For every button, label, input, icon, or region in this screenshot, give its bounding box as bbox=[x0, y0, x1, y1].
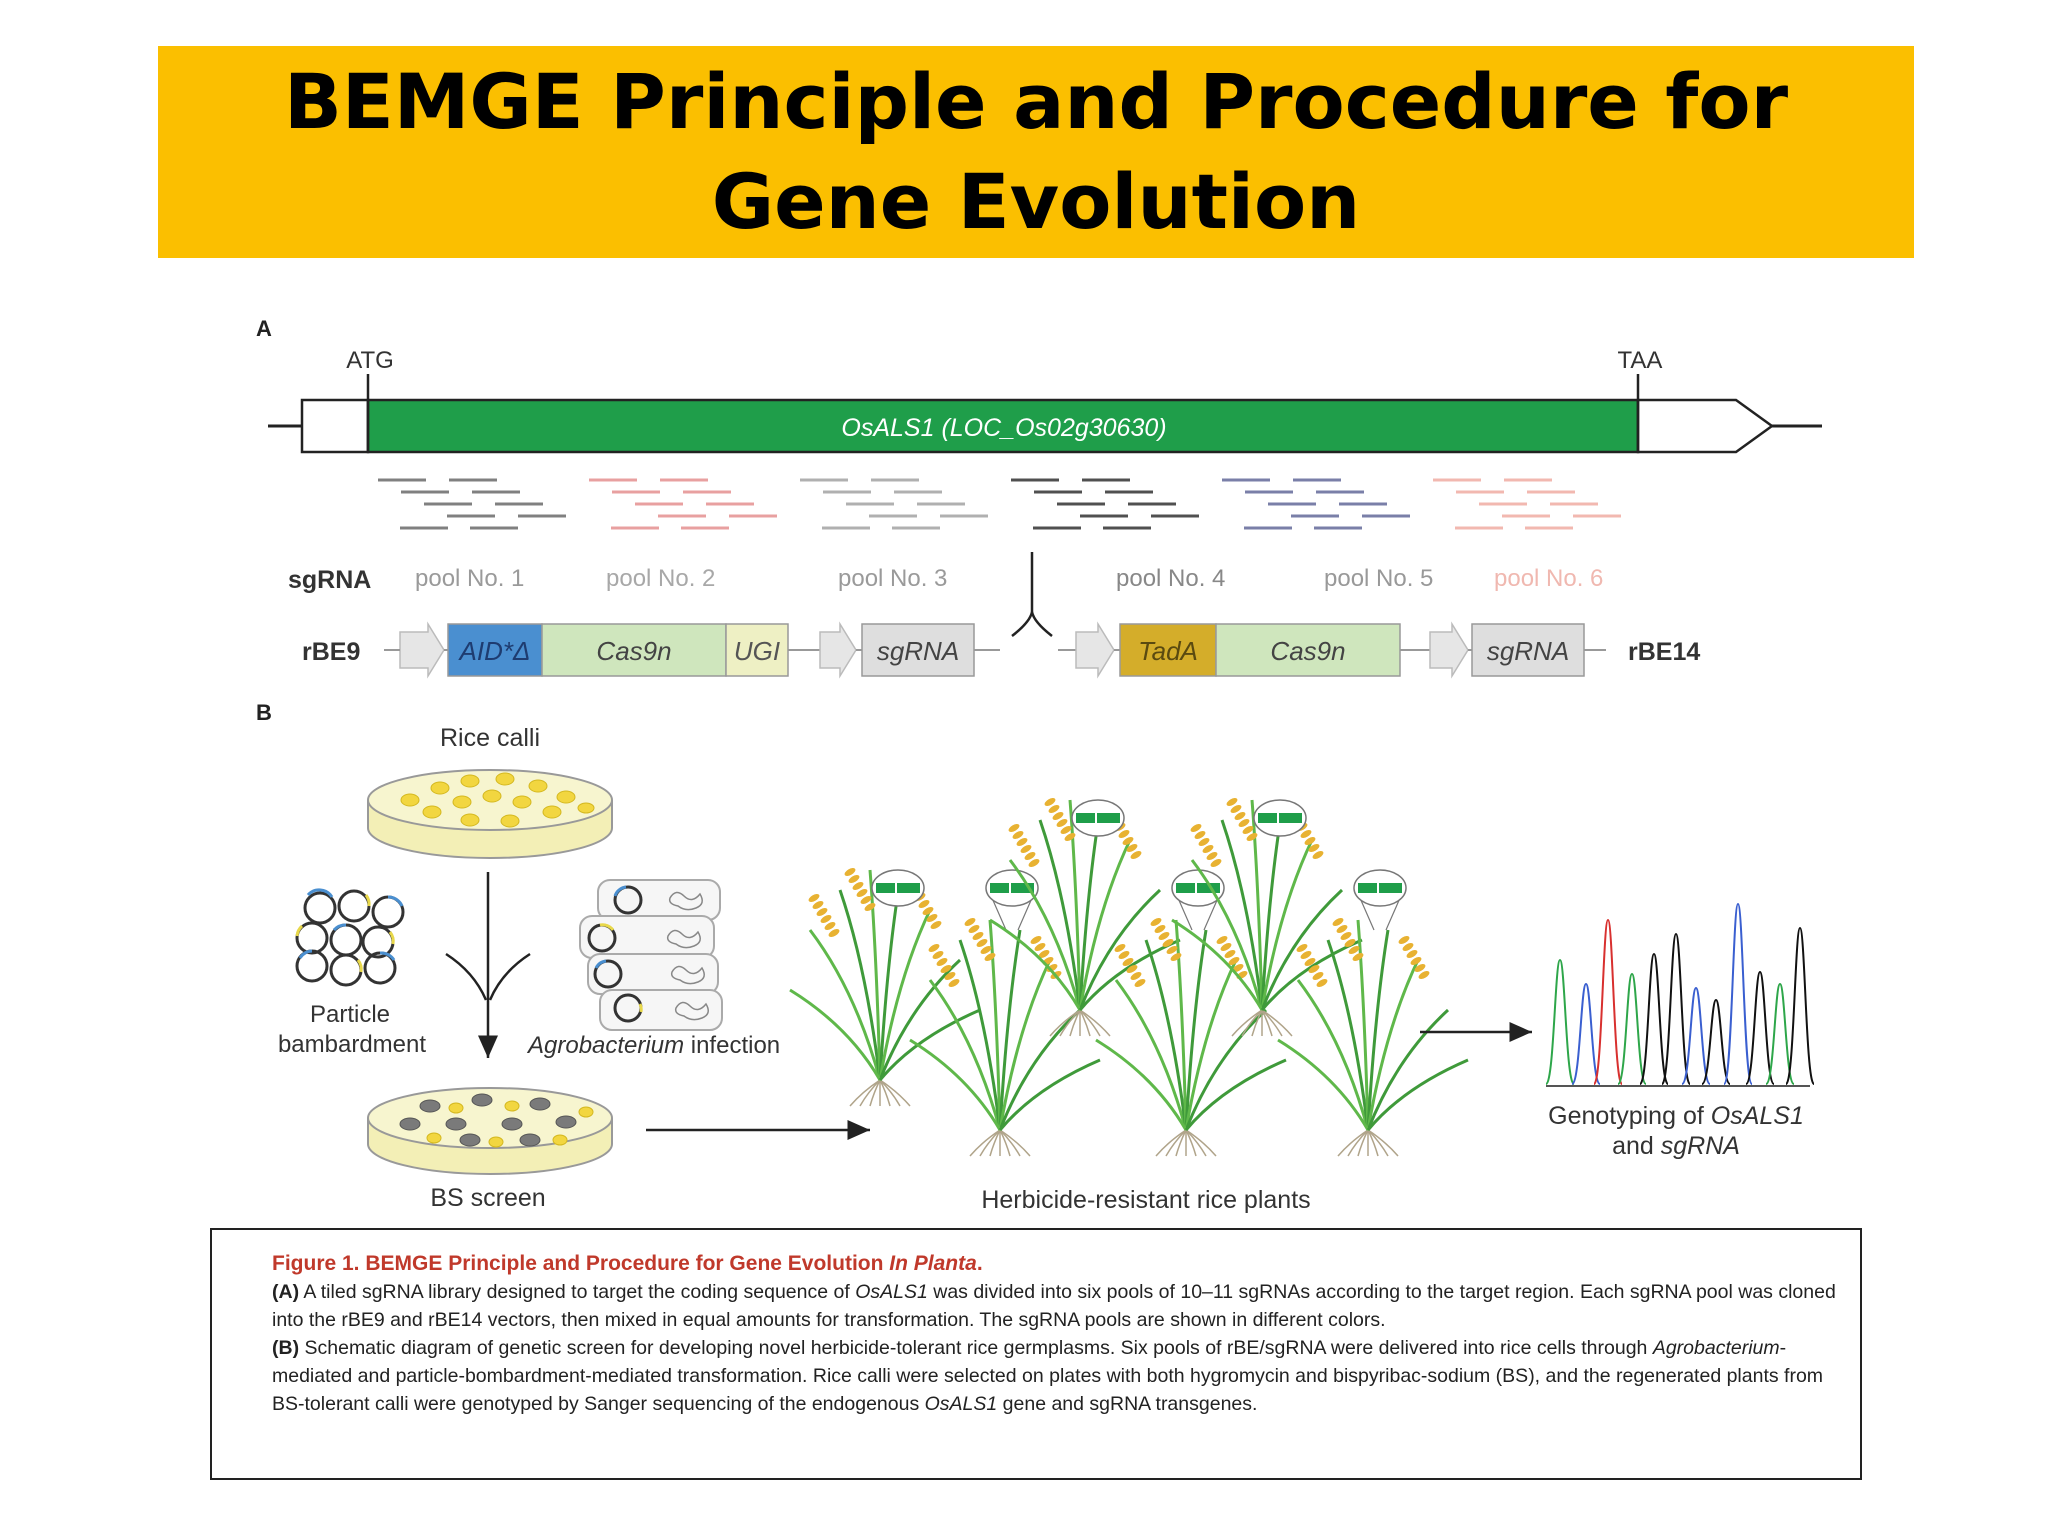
panel-a-label: A bbox=[256, 316, 272, 341]
chromatogram-peak bbox=[1681, 986, 1711, 1085]
utr-5-box bbox=[300, 398, 370, 454]
vector-name-rbe9: rBE9 bbox=[302, 638, 360, 666]
figure-caption: Figure 1. BEMGE Principle and Procedure … bbox=[210, 1228, 1862, 1480]
caption-b-label: (B) bbox=[272, 1337, 300, 1359]
rice-plant bbox=[1095, 869, 1287, 1157]
caption-heading-italic: In Planta bbox=[889, 1252, 977, 1275]
rice-calli-dish bbox=[367, 769, 613, 859]
rice-plant bbox=[909, 869, 1101, 1157]
genotyping-label-line1: Genotyping of OsALS1 bbox=[1548, 1102, 1804, 1130]
vector-rbe14: TadA Cas9n sgRNA rBE14 bbox=[1058, 621, 1700, 679]
cas9n-segment-right bbox=[1215, 623, 1401, 677]
genotyping-text-1: Genotyping of bbox=[1548, 1102, 1711, 1130]
pool-label-3: pool No. 3 bbox=[838, 565, 947, 592]
caption-a-gene: OsALS1 bbox=[855, 1281, 928, 1303]
chromatogram-peak bbox=[1593, 918, 1623, 1085]
caption-b-text-3: gene and sgRNA transgenes. bbox=[997, 1393, 1258, 1415]
promoter-arrow-1 bbox=[399, 621, 445, 679]
genotyping-sgrna: sgRNA bbox=[1661, 1132, 1740, 1160]
bs-screen-dish bbox=[367, 1087, 613, 1175]
genotyping-label-line2: and sgRNA bbox=[1612, 1132, 1740, 1160]
pool-label-6: pool No. 6 bbox=[1494, 565, 1603, 592]
merge-symbol bbox=[1011, 552, 1053, 637]
sgrna-box-left bbox=[861, 623, 975, 677]
caption-b-gene: OsALS1 bbox=[924, 1393, 998, 1415]
sgrna-tiling bbox=[378, 478, 1621, 530]
agro-label: Agrobacterium infection bbox=[526, 1032, 780, 1059]
chromatogram-peak bbox=[1661, 932, 1691, 1085]
plasmid-cluster bbox=[295, 888, 405, 987]
sgrna-row-label: sgRNA bbox=[288, 566, 371, 594]
rice-plant bbox=[989, 798, 1181, 1037]
particle-label-line1: Particle bbox=[310, 1001, 390, 1028]
start-codon-label: ATG bbox=[346, 347, 394, 374]
cas9n-label-right: Cas9n bbox=[1270, 636, 1345, 666]
caption-part-a: (A) A tiled sgRNA library designed to ta… bbox=[272, 1278, 1846, 1334]
chromatogram-peak bbox=[1701, 998, 1731, 1085]
pool-label-5: pool No. 5 bbox=[1324, 565, 1433, 592]
caption-heading: Figure 1. BEMGE Principle and Procedure … bbox=[272, 1250, 1846, 1278]
agro-label-italic: Agrobacterium bbox=[526, 1032, 684, 1059]
rice-plant bbox=[789, 868, 981, 1107]
sgrna-label-left: sgRNA bbox=[877, 636, 959, 666]
genotyping-gene: OsALS1 bbox=[1711, 1102, 1804, 1130]
bs-screen-label: BS screen bbox=[430, 1184, 545, 1212]
rice-calli-label: Rice calli bbox=[440, 724, 540, 752]
chromatogram-peak bbox=[1785, 926, 1815, 1085]
chromatogram-peak bbox=[1745, 970, 1775, 1085]
pool-label-1: pool No. 1 bbox=[415, 565, 524, 592]
chromatogram-peak bbox=[1617, 972, 1647, 1085]
stop-codon-label: TAA bbox=[1618, 347, 1663, 374]
caption-a-label: (A) bbox=[272, 1281, 300, 1303]
promoter-arrow-4 bbox=[1429, 621, 1469, 679]
rice-plant bbox=[1277, 869, 1469, 1157]
caption-b-text-2: -mediated and particle-bombardment-media… bbox=[272, 1337, 1824, 1415]
plants-label: Herbicide-resistant rice plants bbox=[981, 1186, 1310, 1214]
particle-label-line2: bambardment bbox=[278, 1031, 426, 1058]
sanger-chromatogram bbox=[1545, 902, 1815, 1085]
caption-b-text-1: Schematic diagram of genetic screen for … bbox=[299, 1337, 1653, 1359]
agrobacterium-cells bbox=[579, 879, 723, 1031]
utr-3-arrow bbox=[1636, 398, 1775, 454]
transformation-merge-arrow bbox=[445, 872, 531, 1058]
gene-name-label: OsALS1 (LOC_Os02g30630) bbox=[841, 414, 1166, 442]
genotyping-text-2: and bbox=[1612, 1132, 1661, 1160]
caption-b-agro: Agrobacterium bbox=[1652, 1337, 1780, 1359]
chromatogram-peak bbox=[1723, 902, 1753, 1085]
ugi-label: UGI bbox=[734, 636, 780, 666]
slide-title: BEMGE Principle and Procedure for Gene E… bbox=[283, 57, 1789, 246]
cas9n-segment-left bbox=[541, 623, 727, 677]
promoter-arrow-3 bbox=[1075, 621, 1115, 679]
caption-heading-end: . bbox=[976, 1252, 983, 1275]
chromatogram-peak bbox=[1571, 982, 1601, 1085]
agro-label-rest: infection bbox=[684, 1032, 780, 1059]
caption-a-text-1: A tiled sgRNA library designed to target… bbox=[299, 1281, 856, 1303]
pool-label-4: pool No. 4 bbox=[1116, 565, 1225, 592]
tada-label: TadA bbox=[1138, 636, 1198, 666]
caption-a-text-2: was divided into six pools of 10–11 sgRN… bbox=[272, 1281, 1836, 1331]
rice-plant bbox=[1171, 798, 1363, 1037]
chromatogram-peak bbox=[1545, 958, 1575, 1085]
rice-plants bbox=[789, 798, 1469, 1157]
sgrna-box-right bbox=[1471, 623, 1585, 677]
cas9n-label-left: Cas9n bbox=[596, 636, 671, 666]
pool-label-2: pool No. 2 bbox=[606, 565, 715, 592]
sgrna-label-right: sgRNA bbox=[1487, 636, 1569, 666]
gene-diagram: ATG TAA OsALS1 (LOC_Os02g30630) bbox=[268, 347, 1822, 454]
chromatogram-peak bbox=[1639, 952, 1669, 1085]
vector-rbe9: rBE9 AID*Δ Cas9n UGI sgRNA bbox=[302, 621, 1000, 679]
chromatogram-peak bbox=[1765, 982, 1795, 1085]
vector-name-rbe14: rBE14 bbox=[1628, 638, 1700, 666]
title-banner: BEMGE Principle and Procedure for Gene E… bbox=[158, 46, 1914, 258]
promoter-arrow-2 bbox=[819, 621, 857, 679]
caption-part-b: (B) Schematic diagram of genetic screen … bbox=[272, 1334, 1846, 1418]
caption-heading-main: Figure 1. BEMGE Principle and Procedure … bbox=[272, 1252, 890, 1275]
aid-label: AID*Δ bbox=[458, 636, 531, 666]
panel-b-label: B bbox=[256, 700, 272, 725]
tada-segment bbox=[1119, 623, 1217, 677]
